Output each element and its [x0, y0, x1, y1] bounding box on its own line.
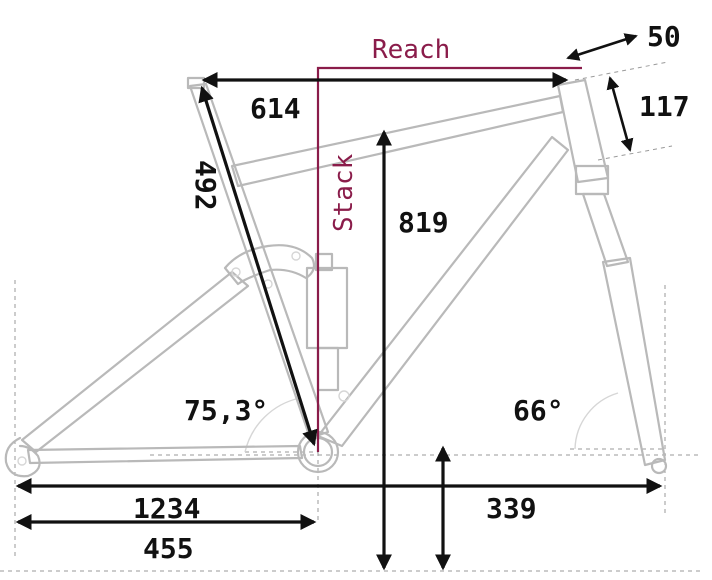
down-tube [316, 135, 570, 448]
rocker-pivot-3 [291, 251, 301, 261]
dim-339-label: 339 [486, 492, 537, 525]
chain-stay [26, 444, 304, 465]
dim-50-arrow [566, 33, 638, 61]
seat-tube [188, 82, 330, 440]
rear-axle [17, 456, 27, 466]
front-dropout [650, 457, 668, 475]
dim-819-label: 819 [398, 206, 449, 239]
head-top-ref [574, 61, 669, 81]
dim-50-label: 50 [647, 20, 681, 53]
shock-lower-mount [338, 390, 350, 402]
dim-492-arrow [198, 85, 318, 447]
dim-492-label: 492 [189, 160, 222, 211]
dim-455-label: 455 [143, 532, 194, 565]
rear-dropout [4, 436, 41, 478]
dim-614-label: 614 [250, 92, 301, 125]
reach-stack-line [316, 66, 582, 452]
dim-117-label: 117 [639, 90, 690, 123]
dim-117-arrow [606, 76, 634, 152]
reach-stack-guides [316, 66, 582, 452]
dim-1234-label: 1234 [133, 492, 200, 525]
stack-label: Stack [329, 153, 359, 232]
head-angle-label: 66° [513, 394, 564, 427]
shock-body [305, 266, 349, 350]
dimension-arrows [15, 33, 663, 571]
bike-frame [4, 76, 668, 478]
fork-upper [581, 192, 630, 268]
fork-lower [601, 256, 667, 467]
dimension-labels: Reach Stack 50 117 614 492 819 75,3° 66°… [133, 20, 690, 565]
reach-label: Reach [372, 35, 450, 65]
shock-shaft [316, 346, 340, 392]
head-bottom-ref [597, 145, 673, 161]
seat-angle-label: 75,3° [184, 394, 268, 427]
reference-lines [0, 61, 700, 572]
head-angle-arc [574, 392, 619, 450]
